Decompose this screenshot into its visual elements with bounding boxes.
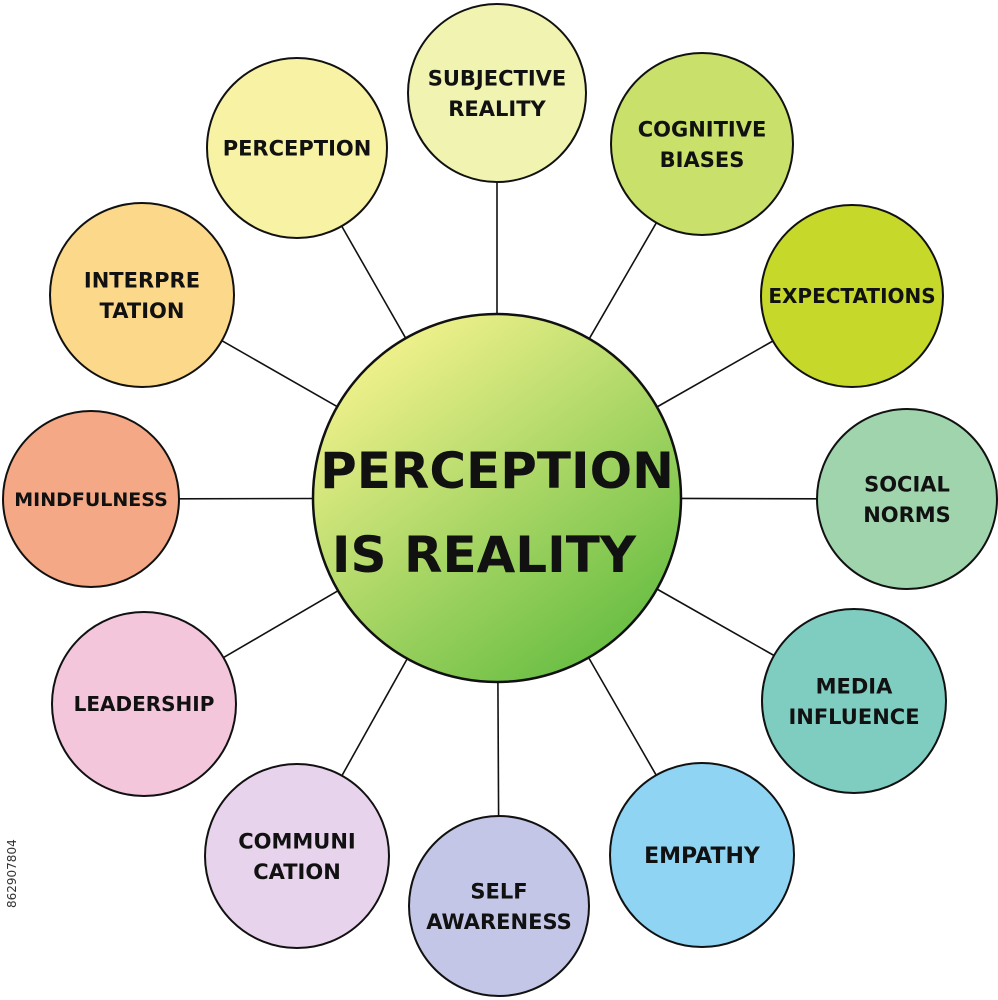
connector-empathy <box>587 657 657 776</box>
node-label-media-influence-line1: MEDIA <box>816 674 893 698</box>
central-topic-circle <box>311 312 683 684</box>
node-label-perception-line1: PERCEPTION <box>223 137 372 161</box>
connector-communication <box>341 658 408 777</box>
node-circle-leadership <box>51 611 237 797</box>
node-perception: PERCEPTION <box>206 57 388 239</box>
node-label-self-awareness-line1: SELF <box>470 879 527 903</box>
node-self-awareness: SELF AWARENESS <box>408 815 590 997</box>
node-label-mindfulness-line1: MINDFULNESS <box>14 489 168 511</box>
node-label-cognitive-biases-line1: COGNITIVE <box>638 117 767 141</box>
node-circle-cognitive-biases <box>610 52 794 236</box>
node-circle-expectations <box>760 204 944 388</box>
node-circle-social-norms <box>816 408 998 590</box>
node-circle-mindfulness <box>2 410 180 588</box>
node-expectations: EXPECTATIONS <box>760 204 944 388</box>
node-label-social-norms-line2: NORMS <box>863 503 951 527</box>
node-circle-self-awareness <box>408 815 590 997</box>
node-label-expectations-line1: EXPECTATIONS <box>768 284 935 308</box>
connector-lines <box>178 182 818 817</box>
central-topic-title-line2: IS REALITY <box>332 526 637 584</box>
connector-perception <box>341 225 407 339</box>
node-communication: COMMUNI CATION <box>204 763 390 949</box>
node-label-cognitive-biases-line2: BIASES <box>660 148 745 172</box>
node-circle-subjective-reality <box>407 3 587 183</box>
node-label-subjective-reality-line2: REALITY <box>448 97 546 121</box>
node-label-social-norms-line1: SOCIAL <box>864 472 950 496</box>
satellite-nodes: SUBJECTIVE REALITY COGNITIVE BIASES EXPECTAT… <box>2 3 998 997</box>
node-leadership: LEADERSHIP <box>51 611 237 797</box>
connector-cognitive-biases <box>588 222 658 340</box>
node-media-influence: MEDIA INFLUENCE <box>761 608 947 794</box>
connector-interpretation <box>221 340 338 408</box>
connector-media-influence <box>656 588 775 657</box>
node-label-leadership-line1: LEADERSHIP <box>74 692 215 716</box>
node-label-communication-line1: COMMUNI <box>238 829 356 853</box>
central-topic: PERCEPTION IS REALITY <box>311 312 683 684</box>
node-circle-media-influence <box>761 608 947 794</box>
node-circle-interpretation <box>49 202 235 388</box>
node-circle-communication <box>204 763 390 949</box>
node-label-empathy-line1: EMPATHY <box>644 844 761 869</box>
connector-self-awareness <box>497 681 500 817</box>
node-label-interpretation-line2: TATION <box>100 299 185 323</box>
connector-expectations <box>656 340 774 408</box>
stock-id-watermark: 862907804 <box>5 839 19 908</box>
node-empathy: EMPATHY <box>609 762 795 948</box>
node-label-communication-line2: CATION <box>253 860 341 884</box>
node-mindfulness: MINDFULNESS <box>2 410 180 588</box>
node-subjective-reality: SUBJECTIVE REALITY <box>407 3 587 183</box>
node-label-interpretation-line1: INTERPRE <box>84 268 200 292</box>
node-circle-perception <box>206 57 388 239</box>
stock-id-text: 862907804 <box>5 839 19 908</box>
node-label-media-influence-line2: INFLUENCE <box>788 705 919 729</box>
node-label-subjective-reality-line1: SUBJECTIVE <box>428 66 567 90</box>
node-social-norms: SOCIAL NORMS <box>816 408 998 590</box>
node-circle-empathy <box>609 762 795 948</box>
node-cognitive-biases: COGNITIVE BIASES <box>610 52 794 236</box>
central-topic-title-line1: PERCEPTION <box>320 442 674 500</box>
node-interpretation: INTERPRE TATION <box>49 202 235 388</box>
connector-leadership <box>223 590 339 659</box>
node-label-self-awareness-line2: AWARENESS <box>426 910 572 934</box>
